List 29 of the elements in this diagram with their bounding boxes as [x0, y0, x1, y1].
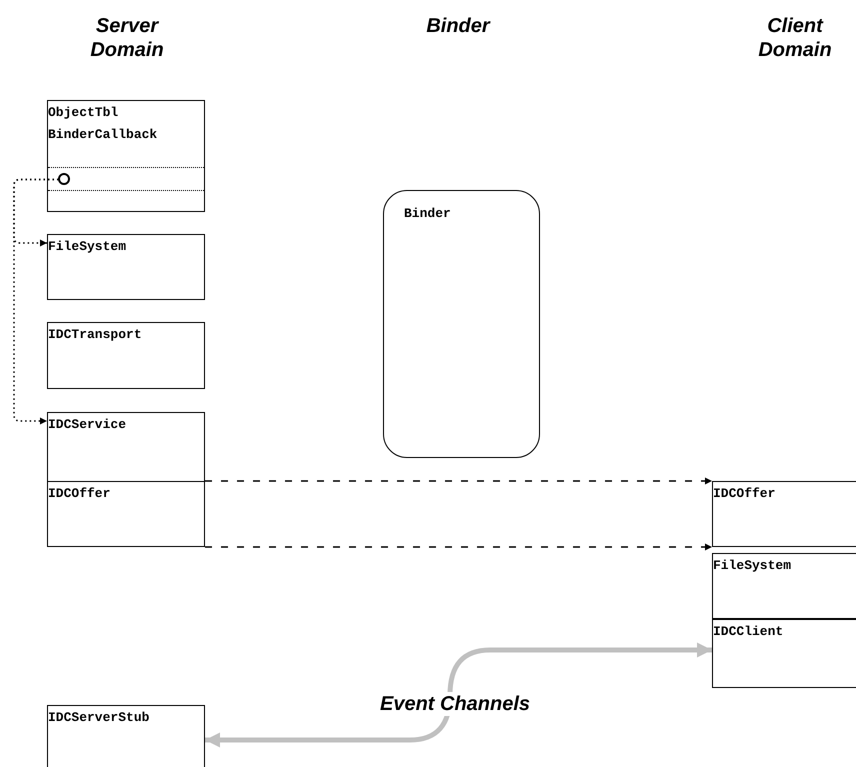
- component-box: [712, 481, 856, 547]
- arrow: [205, 544, 712, 550]
- component-name: IDCTransport: [48, 326, 142, 344]
- arrow: [13, 178, 58, 424]
- component-name: FileSystem: [48, 238, 126, 256]
- connector-circle: [58, 173, 70, 185]
- component-name: IDCService: [48, 416, 126, 434]
- component-box: [47, 705, 205, 767]
- component-box: [47, 100, 205, 212]
- arrow: [205, 478, 712, 484]
- component-name: IDCOffer: [48, 485, 110, 503]
- column-heading: Server Domain: [89, 14, 165, 62]
- component-name: ObjectTbl: [48, 104, 118, 122]
- component-box: [712, 619, 856, 688]
- component-box: [47, 322, 205, 389]
- component-box: [47, 481, 205, 547]
- component-name: IDCClient: [713, 623, 784, 641]
- component-name: IDCServerStub: [48, 709, 150, 727]
- component-box: [712, 553, 856, 619]
- component-name: BinderCallback: [48, 126, 158, 144]
- arrow: [205, 642, 712, 748]
- column-heading: Binder: [425, 14, 492, 38]
- component-box: [47, 234, 205, 300]
- component-name: IDCOffer: [713, 485, 776, 503]
- component-name: Binder: [404, 205, 451, 223]
- rounded-component-box: [383, 190, 540, 458]
- component-name: FileSystem: [713, 557, 792, 575]
- component-box: [47, 412, 205, 482]
- column-heading: Client Domain: [757, 14, 833, 62]
